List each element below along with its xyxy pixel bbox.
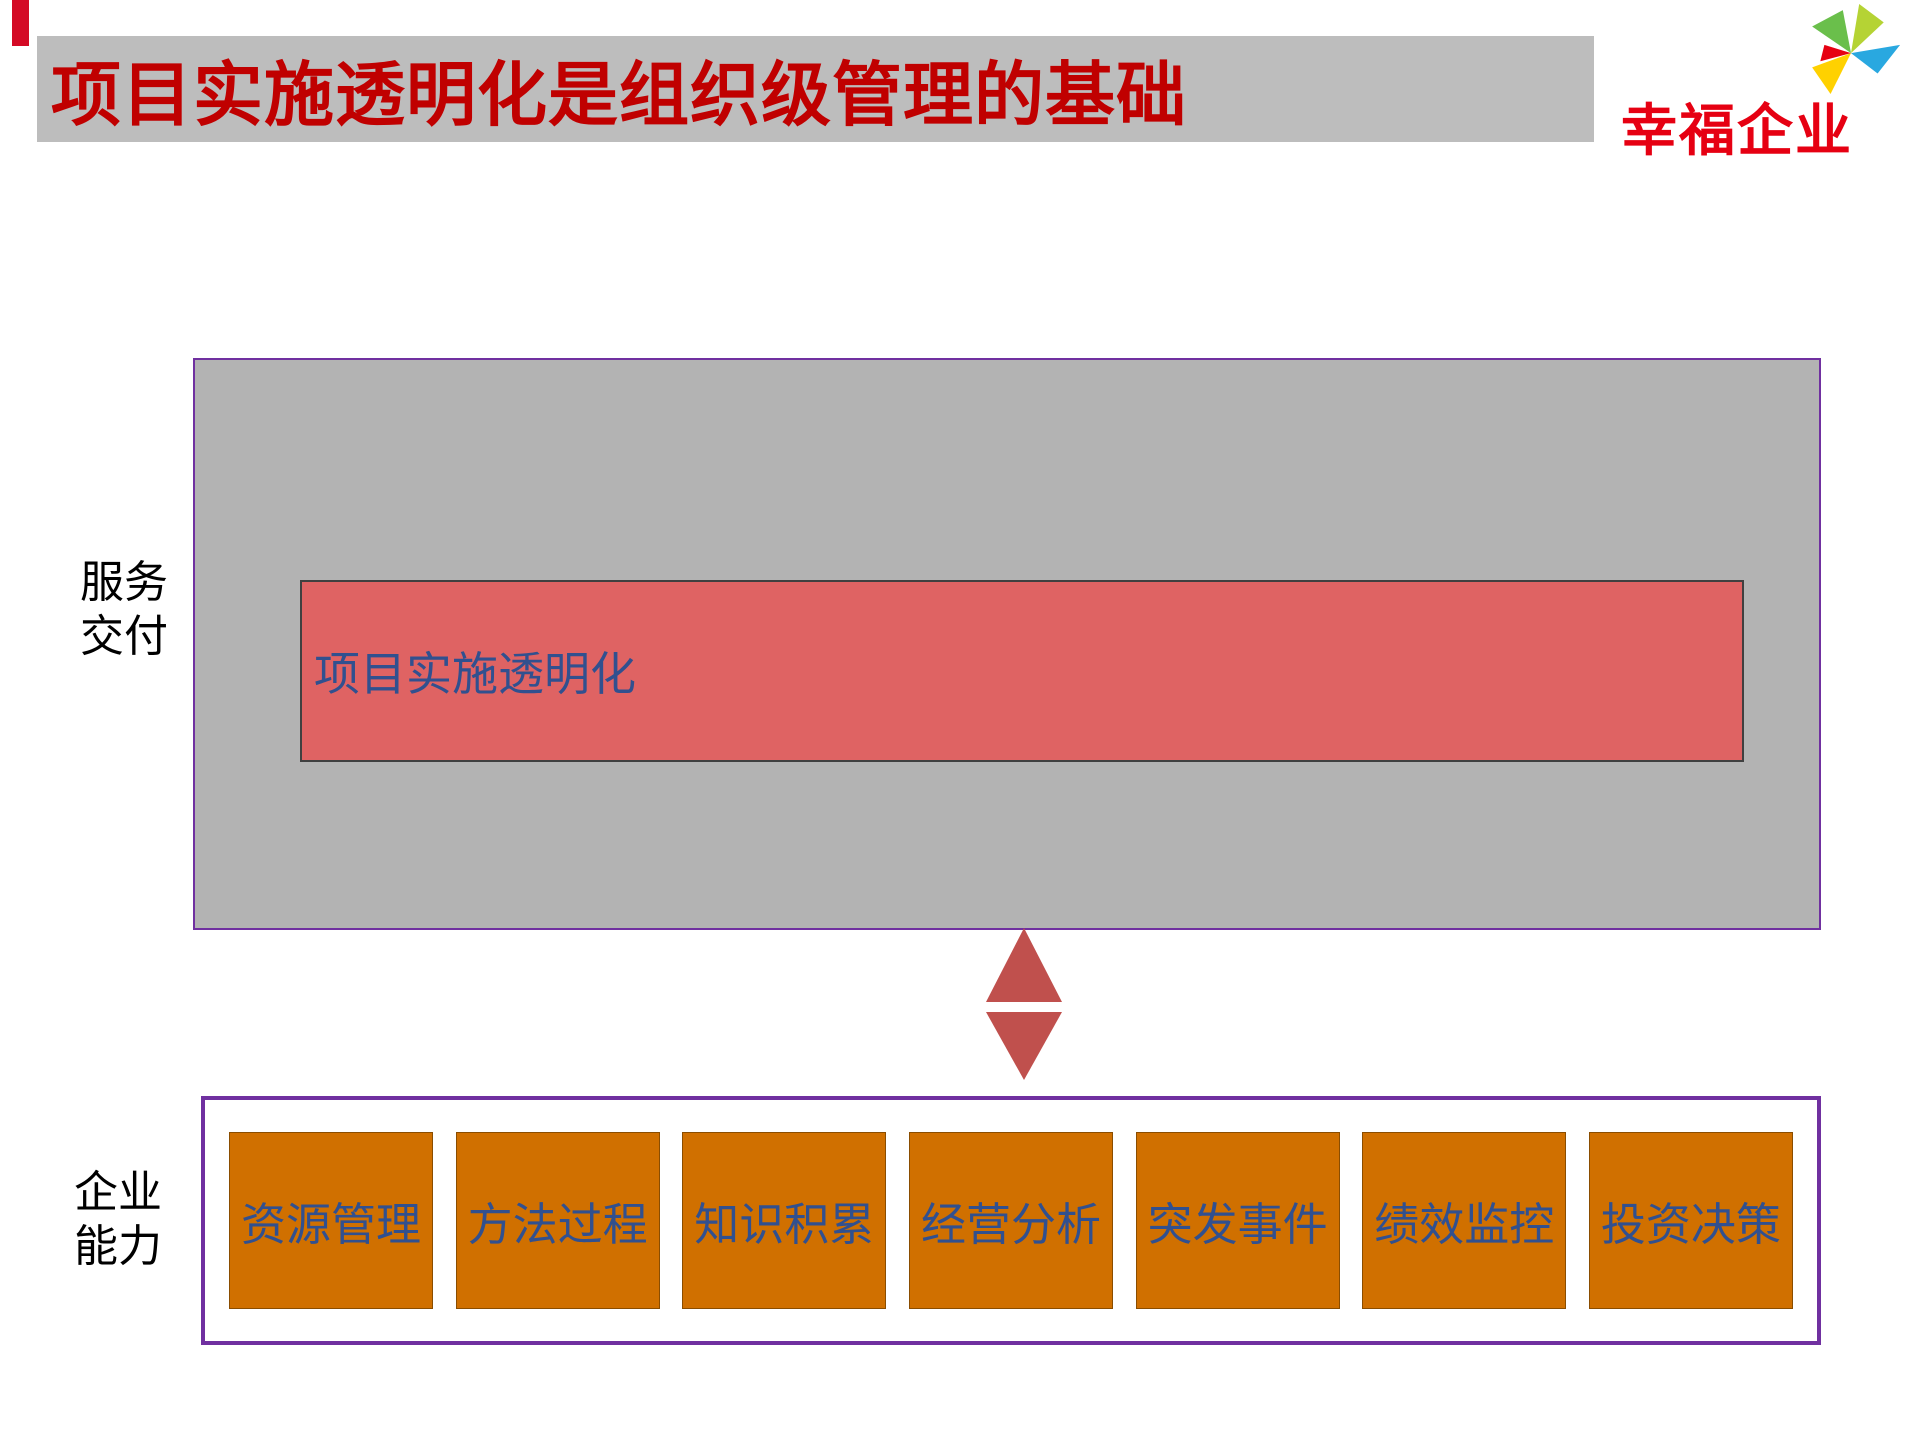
slide-title: 项目实施透明化是组织级管理的基础 — [51, 53, 1187, 136]
logo-text: 幸福企业 — [1621, 99, 1853, 164]
capability-item-label: 绩效监控 — [1374, 1198, 1555, 1251]
capability-item: 方法过程 — [455, 1132, 660, 1309]
transparency-bar: 项目实施透明化 — [300, 580, 1744, 762]
capability-item-label: 知识积累 — [694, 1198, 875, 1251]
capability-item-label: 资源管理 — [240, 1198, 421, 1251]
capability-item: 经营分析 — [908, 1132, 1113, 1309]
corner-accent-mark — [12, 0, 29, 46]
service-delivery-label: 服务 交付 — [58, 556, 190, 663]
capability-item-label: 突发事件 — [1147, 1198, 1328, 1251]
service-delivery-label-line2: 交付 — [80, 610, 168, 662]
service-delivery-panel: 项目实施透明化 — [193, 358, 1821, 930]
capability-item: 知识积累 — [682, 1132, 887, 1309]
capability-item: 突发事件 — [1135, 1132, 1340, 1309]
capability-item: 投资决策 — [1588, 1132, 1793, 1309]
enterprise-capability-label-line1: 企业 — [74, 1167, 162, 1218]
capability-item: 绩效监控 — [1362, 1132, 1567, 1309]
title-bar: 项目实施透明化是组织级管理的基础 — [37, 36, 1594, 142]
pinwheel-icon — [1812, 4, 1901, 94]
enterprise-capability-label: 企业 能力 — [52, 1166, 184, 1273]
transparency-bar-label: 项目实施透明化 — [314, 647, 636, 701]
capability-panel: 资源管理 方法过程 知识积累 经营分析 突发事件 绩效监控 投资决策 — [201, 1096, 1821, 1345]
capability-item-label: 方法过程 — [467, 1198, 648, 1251]
capability-item-label: 投资决策 — [1600, 1198, 1781, 1251]
service-delivery-label-line1: 服务 — [80, 557, 168, 608]
capability-item: 资源管理 — [229, 1132, 433, 1309]
enterprise-capability-label-line2: 能力 — [74, 1220, 162, 1272]
capability-item-label: 经营分析 — [920, 1198, 1101, 1251]
double-arrow-icon — [986, 928, 1062, 1080]
company-logo: 幸福企业 — [1615, 4, 1915, 164]
